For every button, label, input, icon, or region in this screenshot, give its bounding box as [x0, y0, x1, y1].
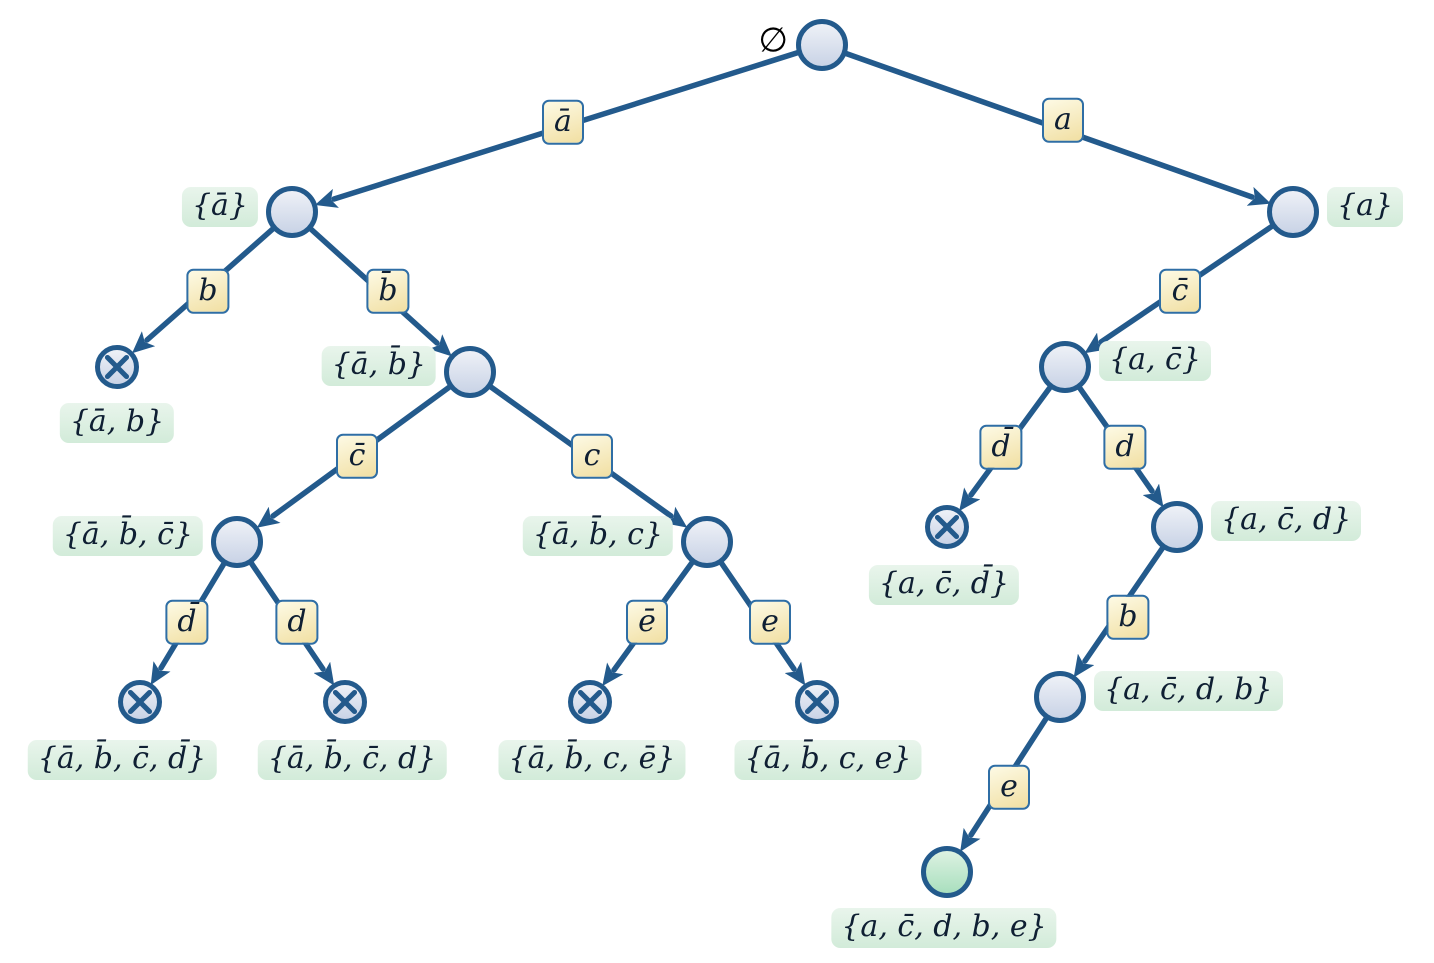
tree-node-conflict-not-a-b — [95, 345, 139, 389]
set-label-root: ∅ — [758, 20, 788, 61]
edge-not-a-to-not-b — [289, 209, 452, 357]
tree-node-a-not-c-d-b — [1034, 671, 1086, 723]
tree-node-conflict-not-e — [568, 680, 612, 724]
set-label-not-a-not-b-c: {ā, b̄, c} — [522, 516, 673, 556]
edge-label-not-c: c̄ — [336, 433, 378, 479]
edge-label-right-e: e — [988, 764, 1030, 810]
set-label-conflict-e: {ā, b̄, c, e} — [734, 740, 922, 780]
set-label-a-not-c-not-d: {a, c̄, d̄} — [868, 565, 1020, 605]
set-label-not-a: {ā} — [181, 187, 258, 227]
tree-node-not-a-not-b-c — [681, 516, 733, 568]
edge-label-b: b — [186, 268, 230, 314]
edge-label-not-a: ā — [542, 99, 584, 145]
tree-node-conflict-d — [323, 680, 367, 724]
tree-node-conflict-not-d — [118, 680, 162, 724]
tree-node-conflict-e — [795, 680, 839, 724]
conflict-cross-icon — [573, 685, 607, 719]
set-label-a-not-c-d-b: {a, c̄, d, b} — [1094, 671, 1283, 711]
tree-node-a-not-c — [1039, 341, 1091, 393]
edge-label-right-d: d — [1103, 424, 1147, 470]
tree-node-conflict-right-not-d — [925, 505, 969, 549]
tree-node-not-a-not-b-not-c — [211, 516, 263, 568]
set-label-not-a-b: {ā, b} — [59, 403, 175, 443]
set-label-conflict-not-e: {ā, b̄, c, ē} — [498, 740, 686, 780]
edge-label-c: c — [571, 433, 613, 479]
set-label-conflict-d: {ā, b̄, c̄, d} — [257, 740, 447, 780]
set-label-a-not-c-d: {a, c̄, d} — [1211, 501, 1362, 541]
edge-to-right-b — [1073, 524, 1180, 678]
edge-label-not-d: d̄ — [165, 599, 209, 645]
edge-label-right-not-d: d̄ — [979, 424, 1023, 470]
edge-label-a: a — [1042, 97, 1084, 143]
edge-label-not-e: ē — [626, 599, 668, 645]
tree-node-solution — [921, 846, 973, 898]
conflict-cross-icon — [930, 510, 964, 544]
set-label-a: {a} — [1327, 187, 1404, 227]
edge-to-c — [467, 369, 688, 528]
edge-root-to-a — [819, 42, 1271, 206]
tree-node-root — [796, 19, 848, 71]
conflict-cross-icon — [800, 685, 834, 719]
edge-label-e: e — [749, 599, 791, 645]
set-label-solution: {a, c̄, d, b, e} — [831, 908, 1057, 948]
set-label-not-a-not-b: {ā, b̄} — [321, 346, 436, 386]
set-label-not-a-not-b-not-c: {ā, b̄, c̄} — [52, 516, 203, 556]
edge-label-right-not-c: c̄ — [1159, 268, 1201, 314]
set-label-a-not-c: {a, c̄} — [1099, 341, 1211, 381]
tree-node-not-a-not-b — [444, 346, 496, 398]
tree-node-not-a — [266, 186, 318, 238]
edge-label-right-b: b — [1106, 594, 1150, 640]
conflict-cross-icon — [100, 350, 134, 384]
set-label-conflict-not-d: {ā, b̄, c̄, d̄} — [27, 740, 217, 780]
tree-node-a-not-c-d — [1151, 501, 1203, 553]
edge-label-d: d — [275, 599, 319, 645]
conflict-cross-icon — [123, 685, 157, 719]
edge-label-not-b: b̄ — [366, 268, 410, 314]
tree-node-a — [1267, 186, 1319, 238]
conflict-cross-icon — [328, 685, 362, 719]
